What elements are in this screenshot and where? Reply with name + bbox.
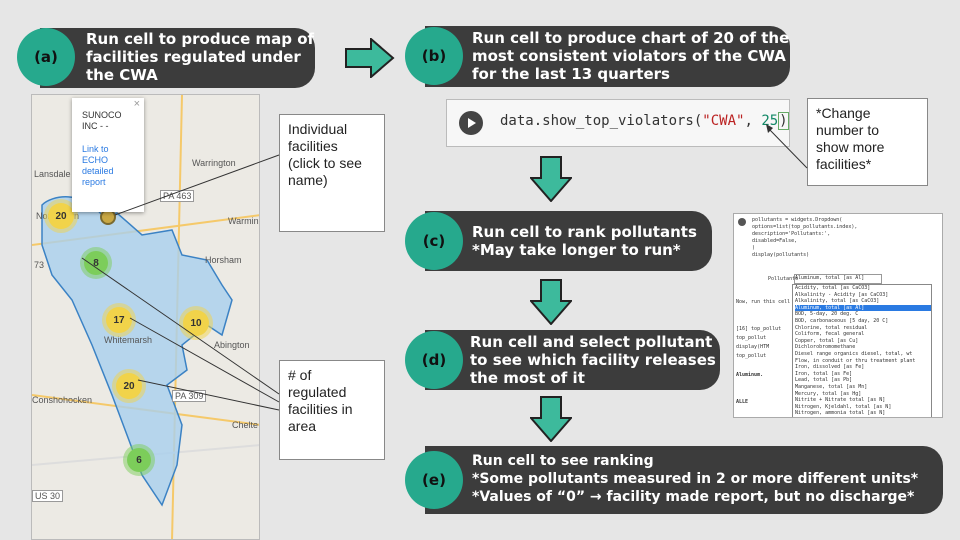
code-cell: data.show_top_violators("CWA", 25) [446,99,790,147]
widget-side-line: Now, run this cell [736,299,791,305]
widget-option[interactable]: Nitrogen, Kjeldahl, total [as N] [795,403,892,410]
step-c-text: Run cell to rank pollutants *May take lo… [472,223,697,259]
widget-side-line: [16] top_pollut [736,326,782,332]
widget-option[interactable]: BOD, carbonaceous [5 day, 20 C] [795,317,889,324]
step-a-text: Run cell to produce map of facilities re… [86,30,315,84]
step-c-panel [425,211,712,271]
widget-option[interactable]: Nitrogen, ammonia total [as N] [795,410,886,417]
map-label-us30: US 30 [32,490,64,502]
code-separator: , [744,113,762,129]
map-label-chelte: Chelte [232,420,259,430]
widget-option[interactable]: Mercury, total [as Hg] [795,390,862,397]
map-label-whitemarsh: Whitemarsh [104,335,153,345]
code-arg-cwa: "CWA" [702,113,745,129]
facility-popup: × SUNOCO INC - - Link to ECHO detailed r… [72,98,144,212]
map-label-horsham: Horsham [205,255,242,265]
change-number-note: *Change number to show more facilities* [807,98,928,186]
map-label-conshohocken: Conshohocken [32,395,93,405]
widget-code: pollutants = widgets.Dropdown( options=l… [752,217,857,259]
arrow-down-3 [530,396,572,442]
widget-option[interactable]: Manganese, total [as Mn] [795,383,868,390]
cluster-marker[interactable]: 6 [127,448,151,472]
widget-option[interactable]: Acidity, total [as CaCO3] [795,285,871,291]
widget-side-line: Aluminum. [736,372,764,378]
map-label-abington: Abington [214,340,250,350]
widget-option[interactable]: Flow, in conduit or thru treatment plant [795,357,916,364]
widget-option[interactable]: Copper, total [as Cu] [795,337,859,344]
facility-map[interactable]: Lansdale Warrington PA 463 Warmin Norris… [31,94,260,540]
widget-option[interactable]: Iron, total [as Fe] [795,370,853,377]
widget-option[interactable]: Chlorine, total residual [795,324,868,331]
step-d-panel [425,330,720,390]
code-arg-number: 25 [761,113,779,129]
step-b-text: Run cell to produce chart of 20 of the m… [472,29,790,83]
widget-side-text: Now, run this cell [16] top_pollut top_p… [736,298,790,407]
widget-code-line: options=list(top_pollutants.index), [752,224,858,230]
widget-side-line: top_pollut [736,335,767,341]
code-close-paren: ) [778,112,789,130]
widget-side-line: display(HTM [736,344,770,350]
dropdown-screenshot: pollutants = widgets.Dropdown( options=l… [733,213,943,418]
widget-code-line: ) [752,245,756,251]
step-e-text: Run cell to see ranking *Some pollutants… [472,453,919,505]
popup-echo-link[interactable]: Link to ECHO detailed report [82,144,114,187]
widget-option[interactable]: Alkalinity, total [as CaCO3] [795,298,880,305]
widget-option[interactable]: Lead, total [as Pb] [795,377,853,384]
widget-option[interactable]: Iron, dissolved [as Fe] [795,364,865,371]
step-a-badge: (a) [17,28,75,86]
regulated-facilities-note: # of regulated facilities in area [279,360,385,460]
widget-option[interactable]: Nitrite + Nitrate total [as N] [795,397,886,404]
popup-close-icon[interactable]: × [133,98,140,110]
step-e-panel [425,446,943,514]
cluster-marker[interactable]: 20 [116,373,142,399]
widget-label: Pollutants [768,276,799,282]
run-cell-button[interactable] [459,111,483,135]
widget-options-list[interactable]: Acidity, total [as CaCO3] Alkalinity - A… [792,284,932,417]
step-e-badge: (e) [405,451,463,509]
map-label-pa463: PA 463 [160,190,195,202]
widget-option[interactable]: Dichlorobromomethane [795,344,856,351]
code-function: data.show_top_violators( [500,113,703,129]
widget-run-icon [738,218,746,226]
widget-code-line: display(pollutants) [752,252,810,258]
step-a-panel [40,28,315,88]
cluster-marker[interactable]: 17 [106,307,132,333]
map-label-73: 73 [34,260,45,270]
widget-select[interactable]: Aluminum, total [as Al] [794,274,882,284]
step-b-panel [425,26,790,87]
step-d-badge: (d) [405,331,463,389]
map-label-warrington: Warrington [192,158,236,168]
play-icon [468,118,476,128]
cluster-marker[interactable]: 8 [84,251,108,275]
code-line: data.show_top_violators("CWA", 25) [500,112,789,130]
widget-side-line: ALLE [736,399,749,405]
arrow-down-2 [530,279,572,325]
map-label-pa309: PA 309 [172,390,207,402]
widget-side-line: top_pollut [736,353,767,359]
widget-option[interactable]: Alkalinity - Acidity [as CaCO3] [795,291,889,298]
widget-option[interactable]: BOD, 5-day, 20 deg. C [795,311,859,318]
cluster-marker[interactable]: 20 [48,203,74,229]
step-b-badge: (b) [405,27,463,85]
widget-option[interactable]: Diesel range organics diesel, total, wt [795,350,913,357]
map-label-warmin: Warmin [228,216,259,226]
step-c-badge: (c) [405,212,463,270]
map-label-lansdale: Lansdale [34,169,71,179]
widget-option[interactable]: Coliform, fecal general [795,331,865,338]
popup-facility-name: SUNOCO INC - - [82,110,122,131]
widget-code-line: description='Pollutants:', [752,231,831,237]
step-d-text: Run cell and select pollutant to see whi… [470,333,716,387]
arrow-down-1 [530,156,572,202]
arrow-right [345,38,395,78]
widget-code-line: pollutants = widgets.Dropdown( [752,217,843,223]
cluster-marker[interactable]: 10 [183,310,209,336]
widget-code-line: disabled=False, [752,238,798,244]
individual-facilities-note: Individual facilities (click to see name… [279,114,385,232]
widget-option-selected[interactable]: Aluminum, total [as Al] [795,304,931,312]
